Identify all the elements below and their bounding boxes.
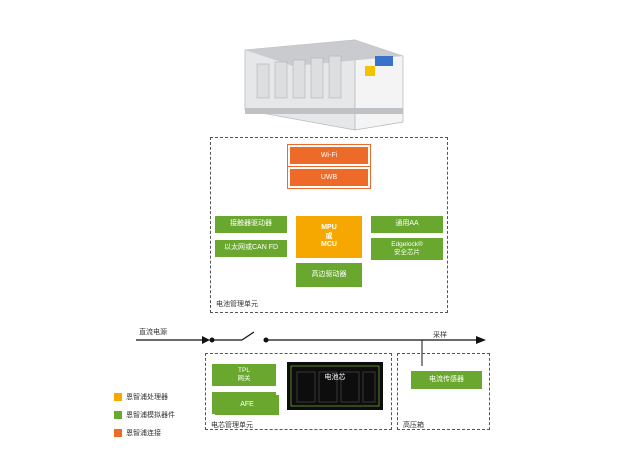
mcu-text: MCU bbox=[321, 241, 337, 249]
battery-cell-label: 电池芯 bbox=[324, 374, 346, 381]
energy-storage-container-image bbox=[244, 39, 404, 131]
mpu-text: MPU bbox=[321, 223, 337, 231]
uwb-block: UWB bbox=[287, 166, 371, 189]
current-sensor-block: 电流传感器 bbox=[411, 371, 482, 389]
legend-swatch-analog bbox=[114, 411, 122, 419]
general-aa-block: 通用AA bbox=[371, 216, 443, 233]
legend-text-analog: 恩智浦模拟器件 bbox=[126, 412, 175, 419]
tpl-gateway-block: TPL 网关 bbox=[212, 364, 276, 386]
edgelock-secure-chip-block: Edgelock® 安全芯片 bbox=[371, 238, 443, 260]
battery-cell-outline bbox=[290, 365, 380, 407]
legend-swatch-processor bbox=[114, 393, 122, 401]
dc-source-label: 直流电源 bbox=[139, 329, 167, 336]
secure-chip-text: 安全芯片 bbox=[394, 249, 420, 256]
high-voltage-box-label: 高压箱 bbox=[403, 422, 424, 429]
legend-text-processor: 恩智浦处理器 bbox=[126, 394, 168, 401]
gateway-text: 网关 bbox=[237, 375, 251, 382]
battery-cell-block: 电池芯 bbox=[287, 362, 383, 410]
sampling-label: 采样 bbox=[433, 332, 447, 339]
legend-swatch-connectivity bbox=[114, 429, 122, 437]
battery-management-unit-label: 电池管理单元 bbox=[216, 301, 258, 308]
afe-block: AFE bbox=[215, 395, 279, 415]
ethernet-can-block: 以太网或CAN FD bbox=[215, 240, 287, 257]
tpl-text: TPL bbox=[238, 367, 250, 375]
dc-bus-line bbox=[136, 331, 486, 344]
legend-text-connectivity: 恩智浦连接 bbox=[126, 430, 161, 437]
mpu-mcu-block: MPU 或 MCU bbox=[296, 216, 362, 258]
high-side-driver-block: 高边驱动器 bbox=[296, 263, 362, 287]
edgelock-text: Edgelock® bbox=[391, 241, 423, 249]
wifi-block: Wi-Fi bbox=[287, 144, 371, 167]
battery-management-unit-box bbox=[210, 137, 448, 313]
or-text: 或 bbox=[325, 232, 333, 240]
cell-management-unit-box bbox=[205, 353, 392, 430]
contactor-driver-block: 接触器驱动器 bbox=[215, 216, 287, 233]
high-voltage-box bbox=[397, 353, 490, 430]
cell-management-unit-label: 电芯管理单元 bbox=[211, 422, 253, 429]
